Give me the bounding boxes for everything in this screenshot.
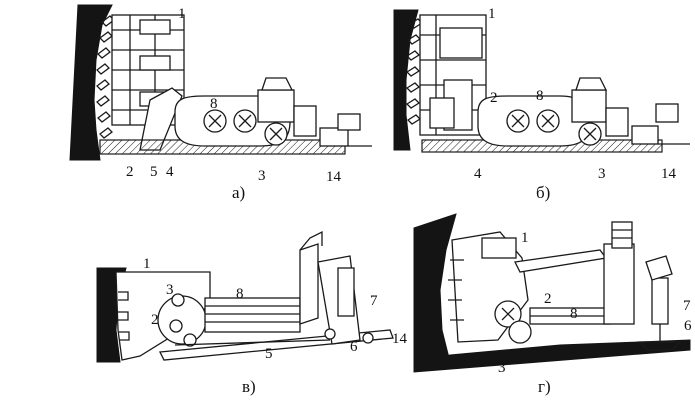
label-6-g: 6 (684, 318, 692, 334)
label-8-v: 8 (236, 286, 244, 302)
label-2-b: 2 (490, 90, 498, 106)
label-14-v: 14 (392, 331, 408, 347)
label-4-b: 4 (474, 166, 482, 182)
label-5-v: 5 (265, 346, 273, 362)
label-4-a: 4 (166, 164, 174, 180)
label-1-a: 1 (178, 6, 186, 22)
label-8-b: 8 (536, 88, 544, 104)
jack-7-v (337, 267, 355, 317)
label-3-a: 3 (258, 168, 266, 184)
label-2-a: 2 (126, 164, 134, 180)
upright-v (299, 243, 319, 325)
label-8-g: 8 (570, 306, 578, 322)
label-3-v: 3 (166, 282, 174, 298)
label-5-a: 5 (150, 164, 158, 180)
floor-g (413, 339, 691, 373)
coal-face-g (413, 213, 457, 366)
label-7-v: 7 (370, 293, 378, 309)
label-7-g: 7 (683, 298, 691, 314)
panel-g: 1 2 8 7 6 3 г) (413, 213, 692, 396)
label-8-a: 8 (210, 96, 218, 112)
top-arm-g (514, 249, 608, 273)
caption-a: а) (232, 183, 245, 202)
label-3-g: 3 (498, 360, 506, 376)
panel-a: 1 8 2 5 4 3 14 а) (69, 4, 372, 202)
panel-v: 1 3 2 8 7 5 6 14 в) (96, 230, 408, 396)
coal-face-a (69, 4, 113, 161)
caption-v: в) (242, 377, 256, 396)
label-14-a: 14 (326, 169, 342, 185)
label-2-v: 2 (151, 312, 159, 328)
caption-b: б) (536, 183, 550, 202)
conveyor-v (204, 297, 301, 333)
label-2-g: 2 (544, 291, 552, 307)
label-6-v: 6 (350, 339, 358, 355)
label-14-b: 14 (661, 166, 677, 182)
panel-b: 1 2 8 4 3 14 б) (393, 6, 690, 202)
label-1-b: 1 (488, 6, 496, 22)
label-1-v: 1 (143, 256, 151, 272)
coal-face-b (393, 9, 419, 151)
label-1-g: 1 (521, 230, 529, 246)
jack-7-g (651, 277, 669, 325)
label-3-b: 3 (598, 166, 606, 182)
caption-g: г) (538, 377, 551, 396)
